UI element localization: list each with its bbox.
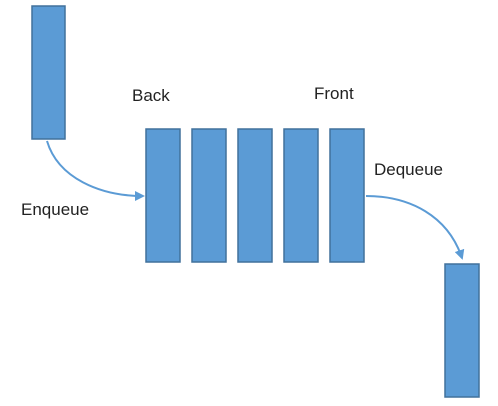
- incoming-element: [31, 5, 66, 140]
- queue-slot: [237, 128, 273, 263]
- dequeued-element: [444, 263, 480, 398]
- enqueue-label: Enqueue: [21, 200, 90, 219]
- queue-slot: [283, 128, 319, 263]
- back-label: Back: [132, 86, 170, 105]
- dequeue-label: Dequeue: [374, 160, 444, 179]
- dequeue-arrow: [365, 195, 465, 260]
- enqueue-arrow: [46, 140, 145, 201]
- front-label: Front: [314, 84, 354, 103]
- queue-slot-front: [329, 128, 365, 263]
- queue-slot-back: [145, 128, 181, 263]
- queue-slot: [191, 128, 227, 263]
- queue-slots: [145, 128, 365, 263]
